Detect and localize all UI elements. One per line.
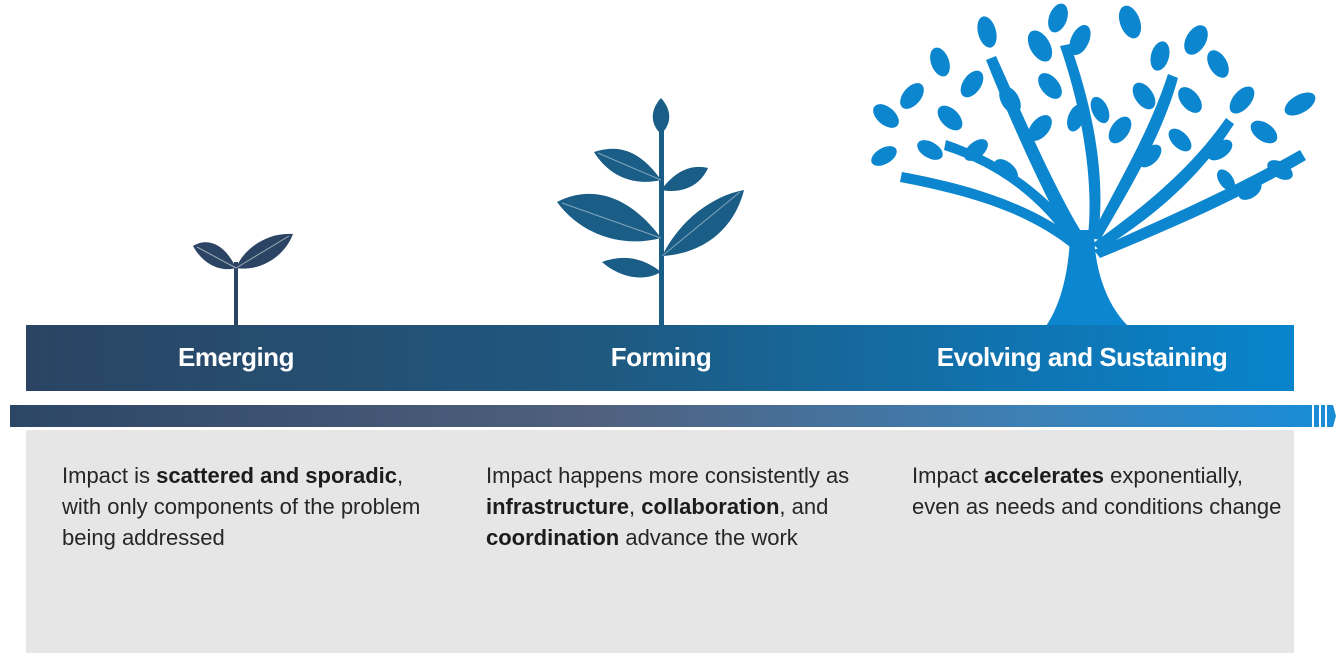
stage-label-band: [26, 325, 1294, 391]
description-text: Impact happens more consistently as: [486, 463, 850, 488]
description-text: Impact: [912, 463, 985, 488]
emphasis-text: coordination: [486, 525, 620, 550]
stage-label-emerging: Emerging: [178, 342, 294, 372]
description-text: ,: [629, 494, 642, 519]
description-panel: [26, 430, 1294, 653]
stage-description-evolving: Impact accelerates exponentially, even a…: [912, 460, 1282, 522]
progress-arrow-bar: [10, 405, 1336, 427]
emphasis-text: infrastructure: [486, 494, 630, 519]
description-text: exponentially, even as needs and conditi…: [912, 463, 1282, 519]
emphasis-text: collaboration: [641, 494, 780, 519]
description-text: , and: [779, 494, 829, 519]
stage-label-forming: Forming: [610, 342, 712, 372]
description-text: , with only components of the problem be…: [62, 463, 421, 550]
description-text: Impact is: [62, 463, 157, 488]
stage-description-emerging: Impact is scattered and sporadic, with o…: [62, 460, 422, 553]
emphasis-text: accelerates: [984, 463, 1105, 488]
stage-label-evolving: Evolving and Sustaining: [936, 342, 1228, 372]
description-text: advance the work: [619, 525, 798, 550]
stage-description-forming: Impact happens more consistently as infr…: [486, 460, 856, 553]
emphasis-text: scattered and sporadic: [156, 463, 398, 488]
